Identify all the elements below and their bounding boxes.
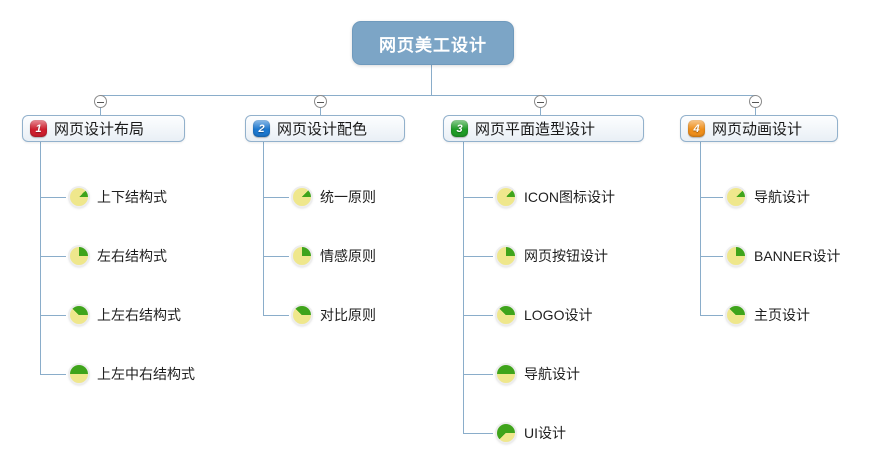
child-topic[interactable]: 导航设计 [463,364,580,384]
branch-node-color[interactable]: 2 网页设计配色 [245,115,405,142]
pie-progress-icon [497,247,515,265]
pie-progress-icon [497,188,515,206]
collapse-toggle-icon[interactable] [534,95,547,108]
branch-label: 网页动画设计 [712,121,803,138]
child-topic-label: 网页按钮设计 [524,248,608,264]
child-topic[interactable]: 情感原则 [263,246,376,266]
pie-progress-icon [497,424,515,442]
elbow-line [463,373,493,375]
child-topic-label: 对比原则 [320,307,376,323]
collapse-toggle-icon[interactable] [94,95,107,108]
branch-label: 网页设计布局 [54,121,145,138]
elbow-line [40,373,66,375]
child-topic[interactable]: BANNER设计 [700,246,840,266]
elbow-line [263,255,289,257]
branch-label: 网页设计配色 [277,121,368,138]
child-topic-label: BANNER设计 [754,248,841,264]
branch-label: 网页平面造型设计 [475,121,596,138]
child-topic-label: 上左中右结构式 [97,366,195,382]
elbow-line [700,314,723,316]
root-topic-label: 网页美工设计 [379,35,487,55]
child-topic[interactable]: 对比原则 [263,305,376,325]
priority-3-icon: 3 [451,120,468,137]
root-topic[interactable]: 网页美工设计 [352,21,514,65]
elbow-line [263,196,289,198]
main-connector-line [100,95,756,96]
pie-progress-icon [727,247,745,265]
child-topic-label: UI设计 [524,425,566,441]
pie-progress-icon [497,306,515,324]
child-topic[interactable]: 上左中右结构式 [40,364,195,384]
branch-trunk-line [263,142,264,315]
elbow-line [463,255,493,257]
child-topic[interactable]: ICON图标设计 [463,187,615,207]
branch-node-graphic[interactable]: 3 网页平面造型设计 [443,115,644,142]
collapse-toggle-icon[interactable] [749,95,762,108]
elbow-line [463,314,493,316]
child-topic-label: LOGO设计 [524,307,593,323]
priority-4-icon: 4 [688,120,705,137]
collapse-toggle-icon[interactable] [314,95,327,108]
child-topic[interactable]: 主页设计 [700,305,810,325]
child-topic-label: 左右结构式 [97,248,167,264]
child-topic[interactable]: 统一原则 [263,187,376,207]
pie-progress-icon [70,188,88,206]
elbow-line [463,432,493,434]
child-topic-label: 情感原则 [320,248,376,264]
child-topic-label: 导航设计 [754,189,810,205]
child-topic[interactable]: UI设计 [463,423,566,443]
root-connector-line [431,63,432,95]
branch-node-animation[interactable]: 4 网页动画设计 [680,115,838,142]
child-topic-label: 统一原则 [320,189,376,205]
branch-node-layout[interactable]: 1 网页设计布局 [22,115,185,142]
child-topic-label: 主页设计 [754,307,810,323]
priority-2-icon: 2 [253,120,270,137]
pie-progress-icon [727,306,745,324]
child-topic[interactable]: 上下结构式 [40,187,167,207]
elbow-line [40,314,66,316]
child-topic[interactable]: 网页按钮设计 [463,246,608,266]
child-topic[interactable]: 上左右结构式 [40,305,181,325]
pie-progress-icon [497,365,515,383]
child-topic-label: ICON图标设计 [524,189,615,205]
elbow-line [463,196,493,198]
child-topic[interactable]: LOGO设计 [463,305,592,325]
pie-progress-icon [293,247,311,265]
child-topic-label: 导航设计 [524,366,580,382]
pie-progress-icon [727,188,745,206]
pie-progress-icon [70,247,88,265]
elbow-line [40,196,66,198]
pie-progress-icon [293,306,311,324]
elbow-line [40,255,66,257]
child-topic[interactable]: 左右结构式 [40,246,167,266]
pie-progress-icon [293,188,311,206]
child-topic-label: 上下结构式 [97,189,167,205]
elbow-line [263,314,289,316]
pie-progress-icon [70,306,88,324]
child-topic-label: 上左右结构式 [97,307,181,323]
pie-progress-icon [70,365,88,383]
branch-trunk-line [40,142,41,374]
priority-1-icon: 1 [30,120,47,137]
branch-trunk-line [463,142,464,433]
elbow-line [700,255,723,257]
elbow-line [700,196,723,198]
child-topic[interactable]: 导航设计 [700,187,810,207]
branch-trunk-line [700,142,701,315]
